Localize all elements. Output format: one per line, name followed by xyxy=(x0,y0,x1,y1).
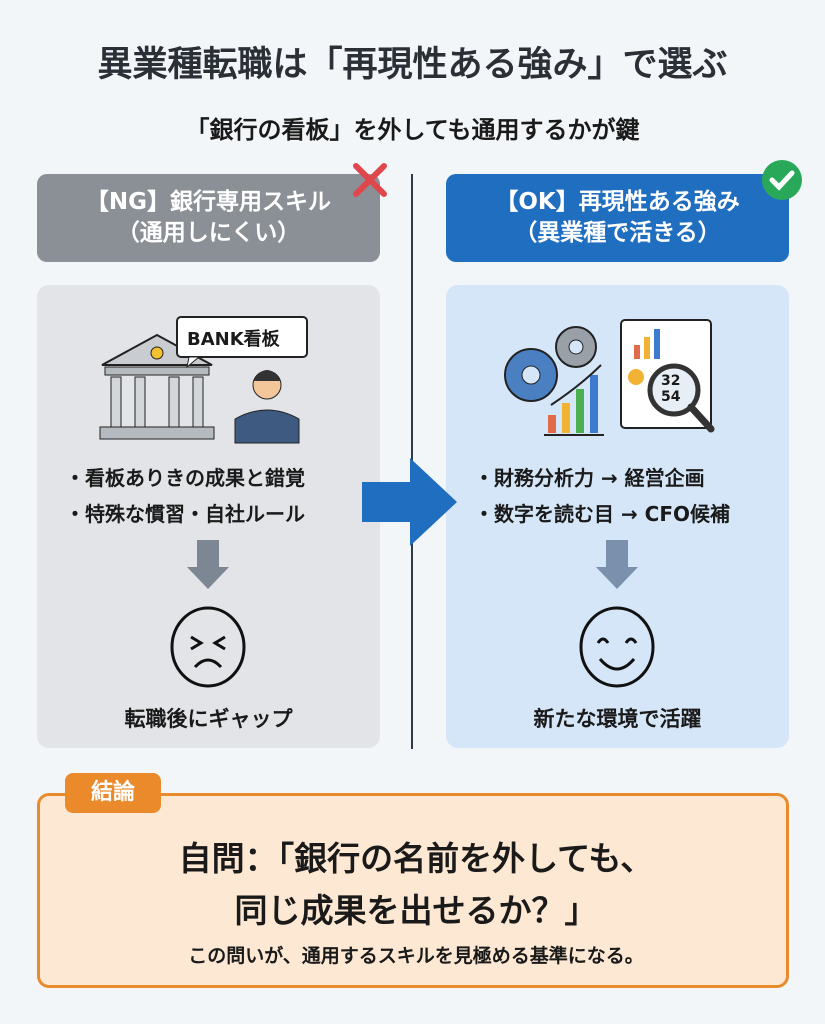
ok-header-sub: （異業種で活きる） xyxy=(514,220,721,246)
ng-panel: BANK看板 ・看板ありきの成果と錯覚 ・特殊な慣習・自社ルール 転職後にギャッ… xyxy=(37,285,380,748)
magnifier-numbers: 32 54 xyxy=(661,373,680,405)
page-title: 異業種転職は「再現性ある強み」で選ぶ xyxy=(97,45,728,85)
bar-chart-icon xyxy=(544,364,604,436)
ng-header-sub: （通用しにくい） xyxy=(116,220,301,246)
ok-header: 【OK】再現性ある強み （異業種で活きる） xyxy=(446,174,789,262)
check-icon xyxy=(762,160,802,200)
number: 54 xyxy=(661,389,681,405)
sad-face-icon xyxy=(170,606,246,688)
ng-header-title: 【NG】銀行専用スキル xyxy=(85,188,332,215)
conclusion-note: この問いが、通用するスキルを見極める基準になる。 xyxy=(188,945,644,967)
ok-bullets: ・財務分析力 → 経営企画 ・数字を読む目 → CFO候補 xyxy=(446,460,789,532)
cross-icon xyxy=(353,163,387,197)
down-arrow-head xyxy=(187,567,229,589)
ng-bullets: ・看板ありきの成果と錯覚 ・特殊な慣習・自社ルール xyxy=(37,460,380,532)
smile-face-icon xyxy=(579,606,655,688)
question-line1: 自問：「銀行の名前を外しても、 xyxy=(178,839,654,878)
gears-icon xyxy=(504,326,597,402)
ok-bullet: ・数字を読む目 → CFO候補 xyxy=(474,502,731,526)
number: 32 xyxy=(661,373,681,389)
right-arrow-icon xyxy=(362,458,457,546)
conclusion-tag: 結論 xyxy=(65,773,161,813)
down-arrow-icon xyxy=(197,540,219,568)
ng-header: 【NG】銀行専用スキル （通用しにくい） xyxy=(37,174,380,262)
analytics-illustration xyxy=(504,319,715,436)
magnifier-icon xyxy=(647,363,715,433)
ok-result: 新たな環境で活躍 xyxy=(533,707,702,731)
ok-panel: 32 54 ・財務分析力 → 経営企画 ・数字を読む目 → CFO候補 新たな環… xyxy=(446,285,789,748)
ng-result: 転職後にギャップ xyxy=(124,707,293,731)
ng-bullet: ・看板ありきの成果と錯覚 xyxy=(65,466,305,490)
down-arrow-head xyxy=(596,567,638,589)
down-arrow-icon xyxy=(606,540,628,568)
bank-person-illustration xyxy=(99,316,308,444)
question-line2: 同じ成果を出せるか？」 xyxy=(234,891,598,930)
bank-sign-label: BANK看板 xyxy=(187,329,280,350)
ok-header-title: 【OK】再現性ある強み xyxy=(495,188,740,215)
conclusion-box: 自問：「銀行の名前を外しても、 同じ成果を出せるか？」 この問いが、通用するスキ… xyxy=(37,793,789,988)
speech-bubble xyxy=(176,316,308,369)
ok-bullet: ・財務分析力 → 経営企画 xyxy=(474,466,705,490)
ng-bullet: ・特殊な慣習・自社ルール xyxy=(65,502,305,526)
businessman-icon xyxy=(234,370,300,444)
page-subtitle: 「銀行の看板」を外しても通用するかが鍵 xyxy=(185,116,640,144)
